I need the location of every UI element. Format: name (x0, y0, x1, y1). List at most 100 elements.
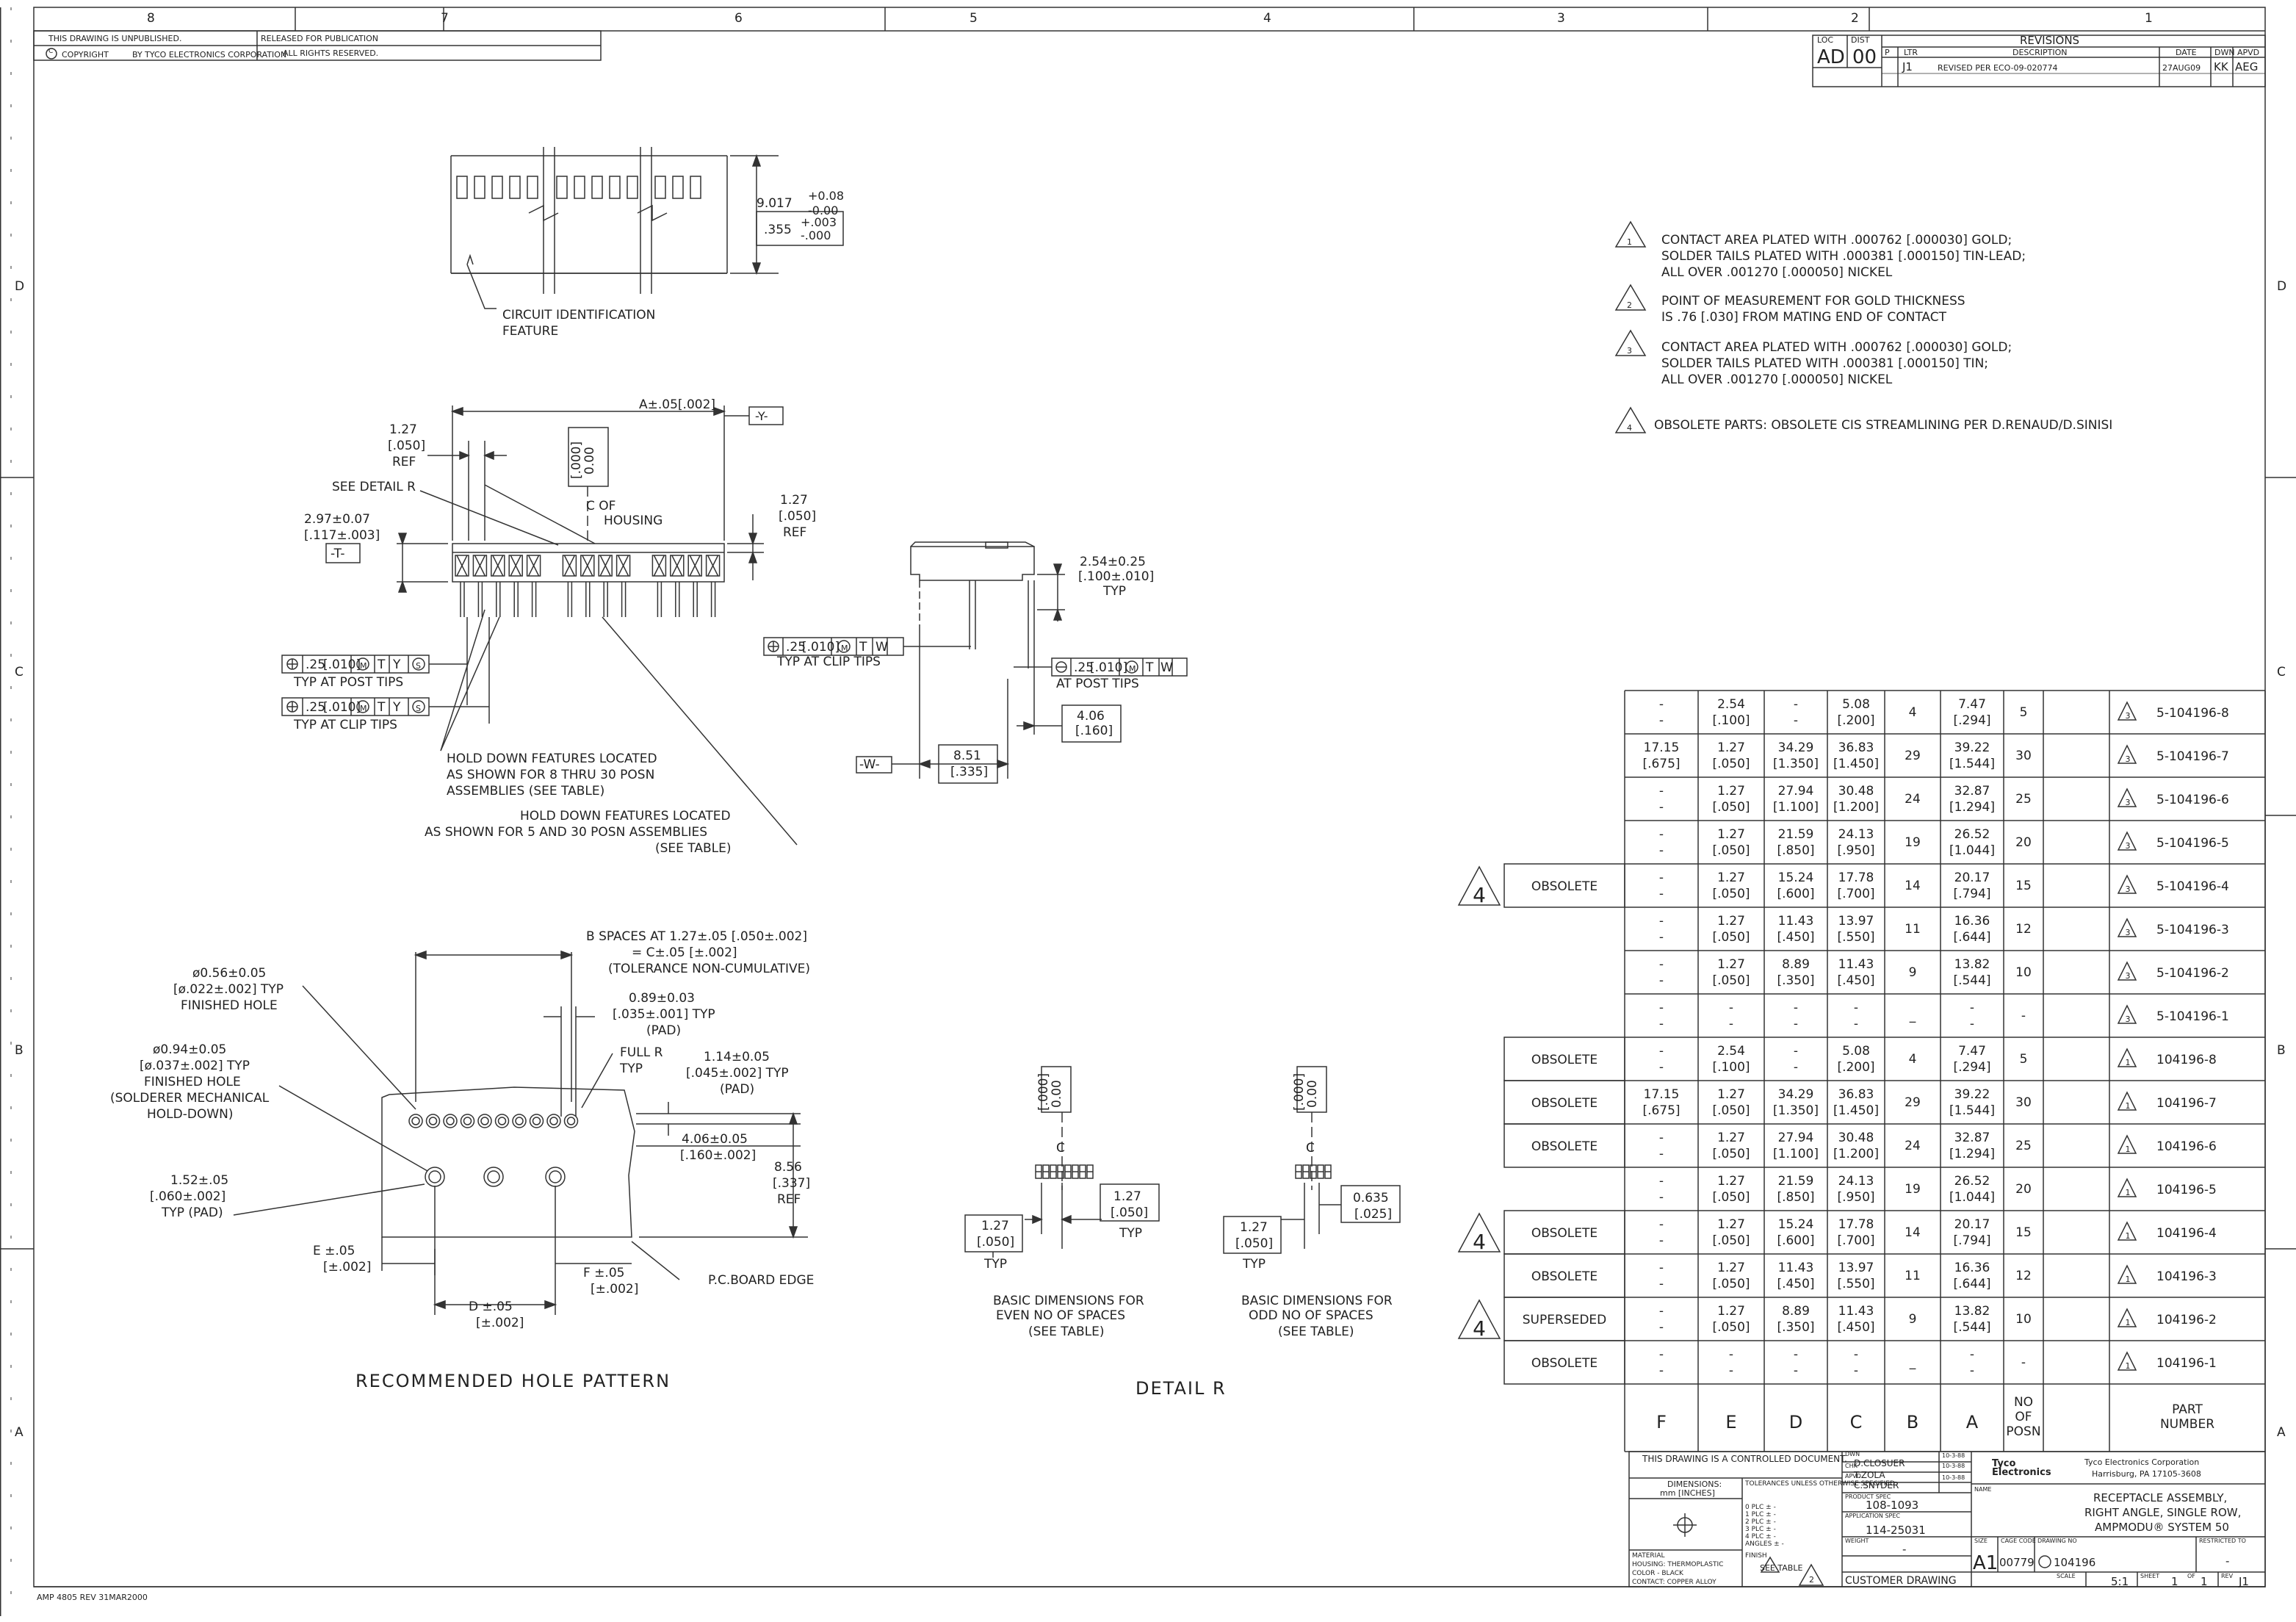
table-note-number: 3 (2126, 841, 2131, 851)
table-cell: [.050] (1712, 757, 1750, 771)
table-cell: - (1659, 697, 1664, 712)
table-cell: 7.47 (1958, 1044, 1986, 1059)
table-cell: - (1659, 1147, 1664, 1161)
table-cell: 30.48 (1838, 1131, 1874, 1145)
note-flag-icon (1614, 329, 1647, 356)
table-cell: 11 (1905, 1269, 1921, 1283)
pad-hole (443, 1114, 458, 1128)
weight-label: WEIGHT (1845, 1538, 1869, 1544)
detail-r-title: DETAIL R (1136, 1378, 1227, 1399)
table-cell: 15.24 (1778, 871, 1814, 885)
contact-slot (609, 176, 621, 199)
table-cell: 30 (2015, 1095, 2032, 1110)
dim-406-in: [.160] (1075, 724, 1113, 738)
table-cell: [.100] (1712, 713, 1750, 728)
table-cell: 32.87 (1954, 784, 1990, 799)
detail-zero-in-odd: [.000] (1292, 1073, 1307, 1111)
dim-d: [±.002] (476, 1316, 524, 1330)
table-cell: 12 (2015, 1269, 2032, 1283)
contact-slot (474, 176, 485, 199)
b-spaces: (TOLERANCE NON-CUMULATIVE) (608, 962, 810, 976)
tol-row: 4 PLC ± - (1745, 1533, 1776, 1540)
top-tol-plus: +0.08 (808, 189, 844, 203)
table-cell: - (1659, 1320, 1664, 1335)
restricted: - (2225, 1554, 2229, 1568)
table-cell: [.050] (1712, 930, 1750, 945)
table-cell: [.294] (1953, 713, 1990, 728)
company-address: Harrisburg, PA 17105-3608 (2092, 1469, 2201, 1479)
table-cell: [1.044] (1949, 1190, 1995, 1205)
table-note-number: 1 (2126, 1058, 2131, 1067)
table-note-number: 1 (2126, 1101, 2131, 1111)
material-line: MATERIAL (1632, 1552, 1665, 1560)
table-cell: [.600] (1777, 887, 1814, 901)
callout-circuit-id: CIRCUIT IDENTIFICATION (502, 308, 655, 322)
status-cell (1503, 863, 1625, 908)
table-note-number: 1 (2126, 1145, 2131, 1154)
pad-hole (425, 1114, 441, 1128)
table-cell: 14 (1905, 879, 1921, 893)
table-cell: 30.48 (1838, 784, 1874, 799)
fcf2-d2: Y (392, 700, 401, 715)
table-cell: 24 (1905, 1139, 1921, 1153)
table-note-number: 3 (2126, 1014, 2131, 1024)
title-line: AMPMODU® SYSTEM 50 (2095, 1521, 2229, 1534)
notes (1614, 220, 1647, 433)
table-cell: - (1854, 1347, 1858, 1362)
revisions-title: REVISIONS (2020, 34, 2079, 47)
drawing-number: 104196 (2054, 1556, 2095, 1569)
dim-r127-in: [.050] (779, 509, 816, 524)
table-cell: - (1729, 1001, 1733, 1015)
odd-in: [.025] (1354, 1207, 1392, 1222)
table-cell: 17.78 (1838, 1217, 1874, 1232)
product-spec-label: PRODUCT SPEC (1845, 1493, 1891, 1500)
table-cell: 10 (2015, 965, 2032, 980)
table-cell: 34.29 (1778, 740, 1814, 755)
detail-r (964, 1066, 1401, 1258)
pad-hole (563, 1114, 579, 1128)
table-status: OBSOLETE (1531, 1053, 1598, 1067)
contact-cell (687, 555, 702, 577)
odd-mm: 0.635 (1353, 1191, 1389, 1205)
contact-slot (591, 176, 603, 199)
table-header: B (1907, 1412, 1918, 1432)
note-flag-icon (2117, 1221, 2137, 1241)
customer-drawing: CUSTOMER DRAWING (1845, 1575, 1957, 1587)
table-cell: [.050] (1712, 1320, 1750, 1335)
contact-cell-mark (671, 555, 683, 577)
dim-406-mm: 4.06 (1077, 709, 1105, 724)
contact-cell-mark (510, 555, 521, 577)
contact-cell (651, 555, 667, 577)
pad-hole (512, 1114, 527, 1128)
copyright-symbol: C (48, 48, 53, 55)
table-cell: [.550] (1837, 930, 1874, 945)
pcb-edge: P.C.BOARD EDGE (708, 1273, 814, 1288)
housing-label: HOUSING (604, 513, 663, 528)
table-cell: 2.54 (1717, 697, 1745, 712)
table-cell: [.050] (1712, 1147, 1750, 1161)
table-cell: [.550] (1837, 1277, 1874, 1291)
table-cell: [1.044] (1949, 843, 1995, 858)
zero-datum-mm: 0.00 (582, 447, 597, 475)
table-cell: 1.27 (1717, 1217, 1745, 1232)
app-spec-label: APPLICATION SPEC (1845, 1513, 1900, 1519)
unpublished-text: THIS DRAWING IS UNPUBLISHED. (48, 34, 181, 43)
callout-feature: FEATURE (502, 324, 558, 339)
table-cell: 20.17 (1954, 871, 1990, 885)
dim-152: TYP (PAD) (161, 1205, 223, 1220)
contact-cell (562, 555, 577, 577)
dim-127-in: [.050] (388, 439, 425, 453)
finish-label: FINISH (1745, 1552, 1767, 1560)
detail-zero-mm-odd: 0.00 (1305, 1080, 1320, 1108)
note-line: SOLDER TAILS PLATED WITH .000381 [.00015… (1661, 249, 2026, 264)
table-cell: [.700] (1837, 887, 1874, 901)
see-detail-r: SEE DETAIL R (332, 480, 416, 494)
contact-slot (527, 176, 538, 199)
zone-label-top: 5 (970, 11, 978, 26)
note-flag-icon (2117, 701, 2137, 721)
cl-of-housing: C OF (586, 499, 615, 513)
dim-297-in: [.117±.003] (304, 528, 380, 543)
fcf4-d1: T (1145, 660, 1154, 675)
table-cell: 26.52 (1954, 1174, 1990, 1189)
